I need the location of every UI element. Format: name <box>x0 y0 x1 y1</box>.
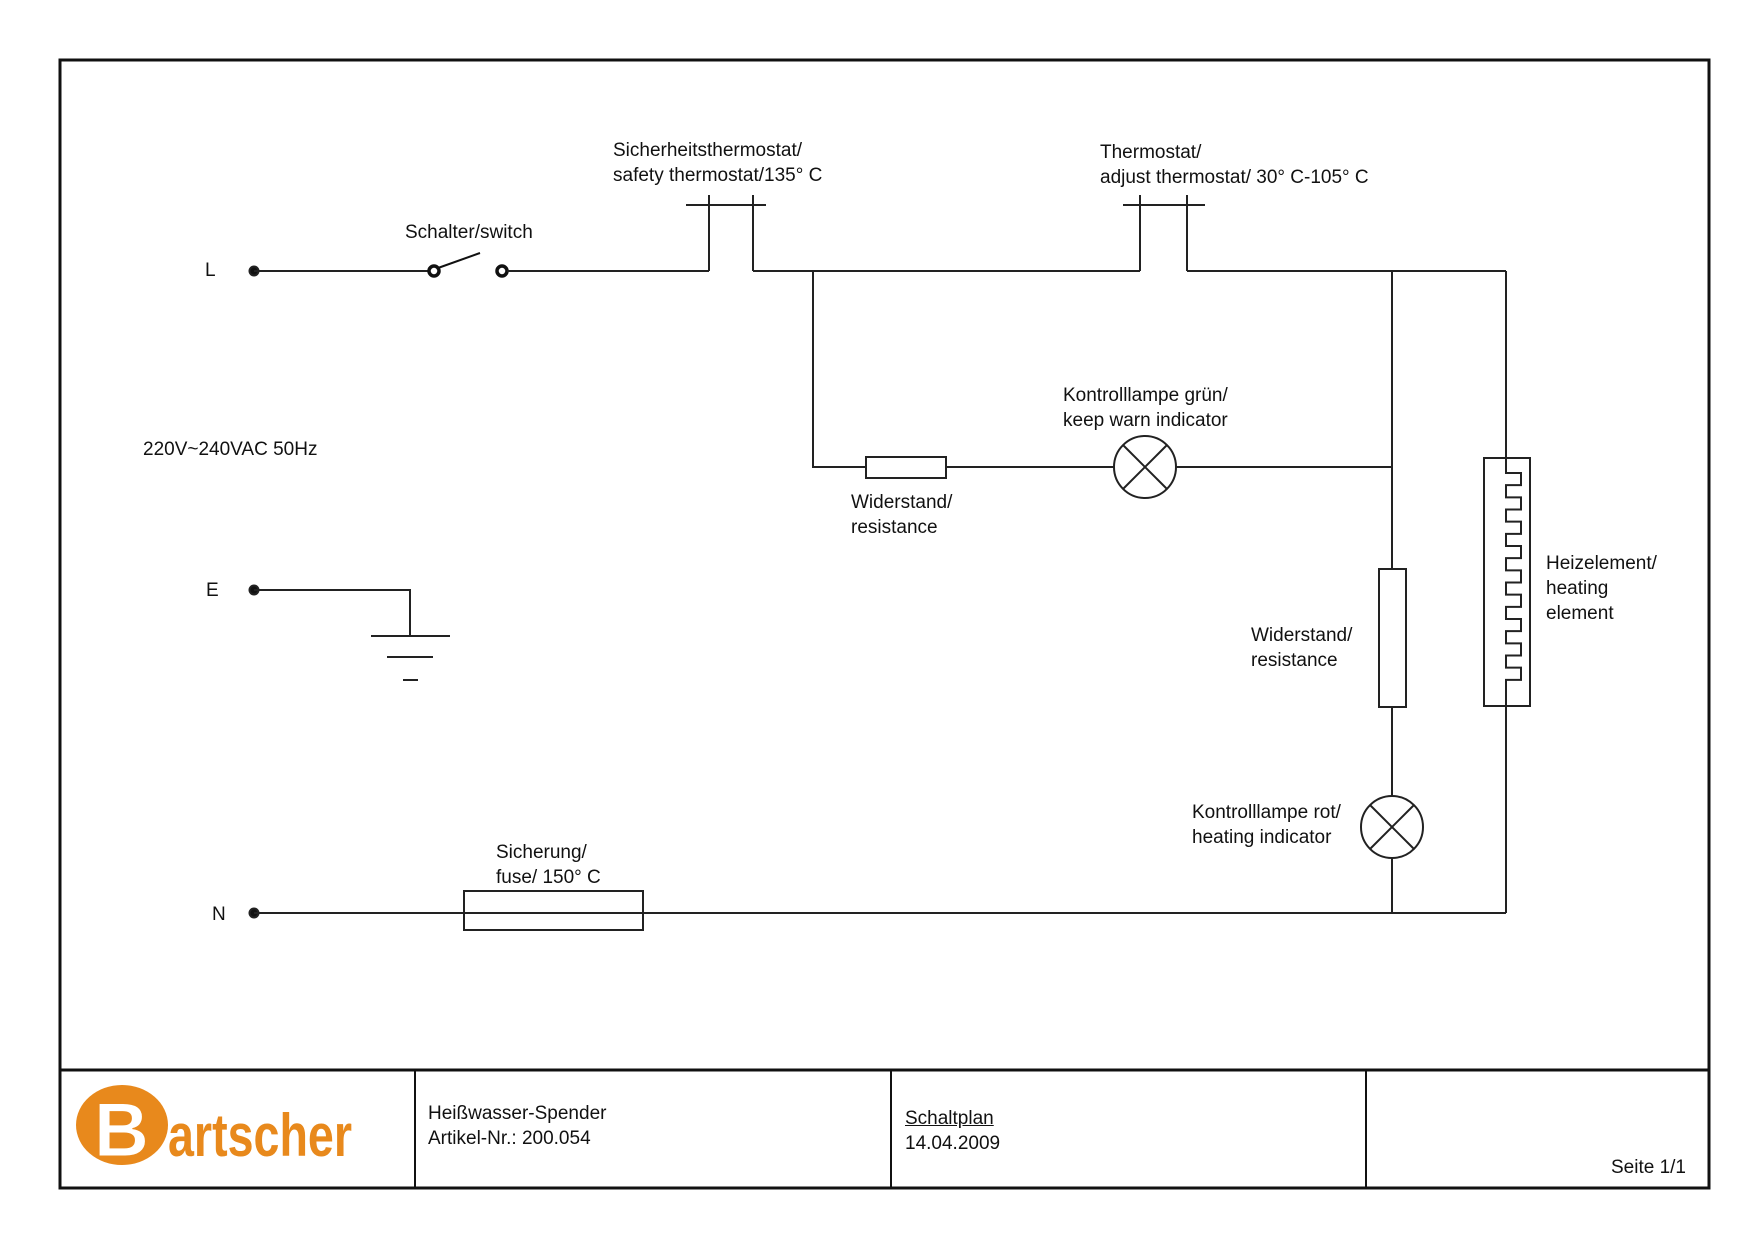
switch-contact-1 <box>427 264 441 278</box>
heating-element-label-2: heating <box>1546 578 1609 599</box>
logo-b-letter: B <box>94 1088 149 1170</box>
resistor-vertical-label-1: Widerstand/ <box>1251 625 1353 646</box>
terminal-l-label: L <box>205 260 216 281</box>
terminal-n-label: N <box>212 904 226 925</box>
logo-wordmark: artscher <box>168 1102 352 1169</box>
drawing-frame <box>58 58 1711 1190</box>
safety-thermostat-label-2: safety thermostat/135° C <box>613 165 823 186</box>
document-type: Schaltplan <box>905 1108 994 1129</box>
heating-element-label-1: Heizelement/ <box>1546 553 1657 574</box>
red-lamp-label-1: Kontrolllampe rot/ <box>1192 802 1341 823</box>
resistor-horizontal <box>865 456 947 479</box>
switch-lever <box>437 252 481 269</box>
logo-b-circle <box>76 1085 168 1165</box>
switch-label: Schalter/switch <box>405 222 533 243</box>
bartscher-logo: B artscher <box>76 1085 352 1170</box>
article-number: Artikel-Nr.: 200.054 <box>428 1128 591 1149</box>
fuse-label-1: Sicherung/ <box>496 842 587 863</box>
red-lamp-label-2: heating indicator <box>1192 827 1332 848</box>
page-number: Seite 1/1 <box>1611 1157 1686 1178</box>
heating-element-label-3: element <box>1546 603 1614 624</box>
supply-voltage-label: 220V~240VAC 50Hz <box>143 439 318 460</box>
heating-element-coil <box>1505 458 1522 706</box>
terminal-e-label: E <box>206 580 219 601</box>
fuse-symbol <box>463 890 644 931</box>
green-lamp-label-2: keep warn indicator <box>1063 410 1228 431</box>
adjust-thermostat-label-1: Thermostat/ <box>1100 142 1202 163</box>
red-lamp-symbol <box>1360 795 1424 859</box>
document-date: 14.04.2009 <box>905 1133 1001 1154</box>
resistor-horizontal-label-2: resistance <box>851 517 938 538</box>
green-lamp-label-1: Kontrolllampe grün/ <box>1063 385 1228 406</box>
green-lamp-symbol <box>1113 435 1177 499</box>
product-name: Heißwasser-Spender <box>428 1103 607 1124</box>
fuse-label-2: fuse/ 150° C <box>496 867 601 888</box>
adjust-thermostat-label-2: adjust thermostat/ 30° C-105° C <box>1100 167 1369 188</box>
wire-keep-warm-branch <box>812 271 866 468</box>
resistor-vertical <box>1378 568 1407 708</box>
resistor-horizontal-label-1: Widerstand/ <box>851 492 953 513</box>
resistor-vertical-label-2: resistance <box>1251 650 1338 671</box>
wire-earth <box>254 589 411 636</box>
safety-thermostat-label-1: Sicherheitsthermostat/ <box>613 140 803 161</box>
switch-contact-2 <box>495 264 509 278</box>
